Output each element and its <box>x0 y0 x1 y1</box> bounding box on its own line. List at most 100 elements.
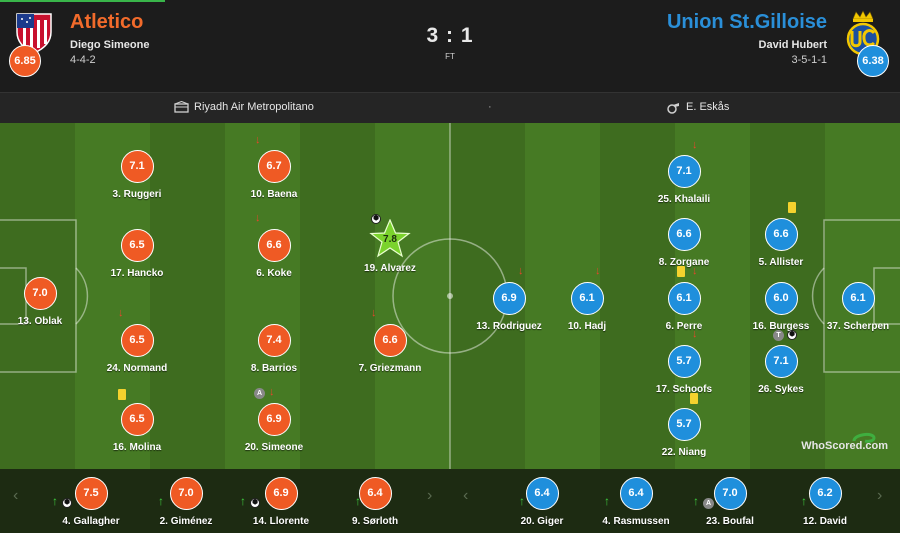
player-name: 24. Normand <box>106 363 168 374</box>
referee-name: E. Eskås <box>686 101 730 113</box>
match-info-bar: Riyadh Air Metropolitano · E. Eskås <box>0 92 900 124</box>
player-card[interactable]: 6.5 16. Molina <box>77 403 197 453</box>
stadium-icon <box>174 101 189 113</box>
sub-off-arrow-icon: ↓ <box>269 386 275 398</box>
player-rating: 6.4 <box>358 477 392 510</box>
player-rating: 6.6 <box>667 218 701 251</box>
player-name: 16. Molina <box>112 442 162 453</box>
player-rating: 6.6 <box>257 229 291 262</box>
yellow-card-icon <box>690 393 698 404</box>
player-name: 25. Khalaili <box>657 194 711 205</box>
player-rating: 6.1 <box>841 282 875 315</box>
sub-off-arrow-icon: ↓ <box>118 307 124 319</box>
sub-player-card[interactable]: 6.2 12. David <box>765 477 885 527</box>
player-rating: 5.7 <box>667 408 701 441</box>
player-rating: 7.4 <box>257 324 291 357</box>
player-rating: 7.1 <box>667 155 701 188</box>
player-card[interactable]: 5.7 17. Schoofs <box>624 345 744 395</box>
info-separator: · <box>488 101 492 113</box>
own-goal-badge-icon: T <box>773 330 784 341</box>
player-name: 12. David <box>803 516 847 527</box>
player-card[interactable]: 6.6 6. Koke <box>214 229 334 279</box>
player-name: 22. Niang <box>661 447 707 458</box>
header-accent-line <box>0 0 165 2</box>
player-name: 6. Koke <box>256 268 292 279</box>
sub-on-arrow-icon: ↑ <box>240 494 246 508</box>
yellow-card-icon <box>788 202 796 213</box>
whoscored-logo[interactable]: WhoScored.com <box>801 432 888 452</box>
home-coach: Diego Simeone <box>70 39 150 51</box>
away-team-name[interactable]: Union St.Gilloise <box>666 11 827 33</box>
player-card[interactable]: 6.1 37. Scherpen <box>798 282 900 332</box>
sub-off-arrow-icon: ↓ <box>692 265 698 277</box>
sub-off-arrow-icon: ↓ <box>255 134 261 146</box>
player-rating: 7.8 <box>383 234 397 245</box>
player-name: 20. Simeone <box>244 442 304 453</box>
player-name: 17. Schoofs <box>655 384 713 395</box>
match-status: FT <box>445 52 455 61</box>
sub-on-arrow-icon: ↑ <box>355 494 361 508</box>
player-rating: 6.9 <box>492 282 526 315</box>
sub-off-arrow-icon: ↓ <box>371 307 377 319</box>
goal-ball-icon: ⬢ <box>787 330 797 340</box>
scroll-left-chevron-icon[interactable]: ‹ <box>13 487 19 504</box>
player-rating: 6.0 <box>764 282 798 315</box>
sub-off-arrow-icon: ↓ <box>692 328 698 340</box>
match-score: 3 : 1 <box>426 24 474 47</box>
scroll-right-chevron-icon[interactable]: › <box>877 487 883 504</box>
player-rating: 6.6 <box>373 324 407 357</box>
player-name: 13. Rodriguez <box>476 321 542 332</box>
scroll-right-chevron-icon[interactable]: › <box>427 487 433 504</box>
scroll-left-chevron-icon[interactable]: ‹ <box>463 487 469 504</box>
sub-on-arrow-icon: ↑ <box>158 494 164 508</box>
player-name: 2. Giménez <box>159 516 213 527</box>
player-rating: 6.2 <box>808 477 842 510</box>
player-name: 16. Burgess <box>752 321 810 332</box>
player-name: 10. Hadj <box>567 321 607 332</box>
player-card[interactable]: 5.7 22. Niang <box>624 408 744 458</box>
player-card[interactable]: 6.1 10. Hadj <box>527 282 647 332</box>
goal-ball-icon: ⬢ <box>62 498 72 508</box>
home-team-name[interactable]: Atletico <box>70 11 144 33</box>
player-rating: 5.7 <box>667 345 701 378</box>
player-name: 26. Sykes <box>758 384 804 395</box>
player-rating: 7.0 <box>713 477 747 510</box>
player-rating: 6.1 <box>570 282 604 315</box>
player-card[interactable]: 6.9 20. Simeone <box>214 403 334 453</box>
player-card[interactable]: 7.8 19. Alvarez <box>330 219 450 274</box>
goal-ball-icon: ⬢ <box>250 498 260 508</box>
player-card[interactable]: 6.9 13. Rodriguez <box>449 282 569 332</box>
player-name: 5. Allister <box>758 257 804 268</box>
player-name: 8. Barrios <box>250 363 298 374</box>
sub-on-arrow-icon: ↑ <box>519 494 525 508</box>
player-card[interactable]: 6.0 16. Burgess <box>721 282 841 332</box>
whistle-icon <box>667 103 679 114</box>
player-card[interactable]: 7.1 25. Khalaili <box>624 155 744 205</box>
player-rating: 6.5 <box>120 229 154 262</box>
player-card[interactable]: 7.4 8. Barrios <box>214 324 334 374</box>
player-name: 3. Ruggeri <box>112 189 162 200</box>
player-rating: 6.9 <box>257 403 291 436</box>
sub-off-arrow-icon: ↓ <box>255 212 261 224</box>
player-rating: 6.9 <box>264 477 298 510</box>
player-name: 37. Scherpen <box>826 321 890 332</box>
player-rating: 6.5 <box>120 403 154 436</box>
